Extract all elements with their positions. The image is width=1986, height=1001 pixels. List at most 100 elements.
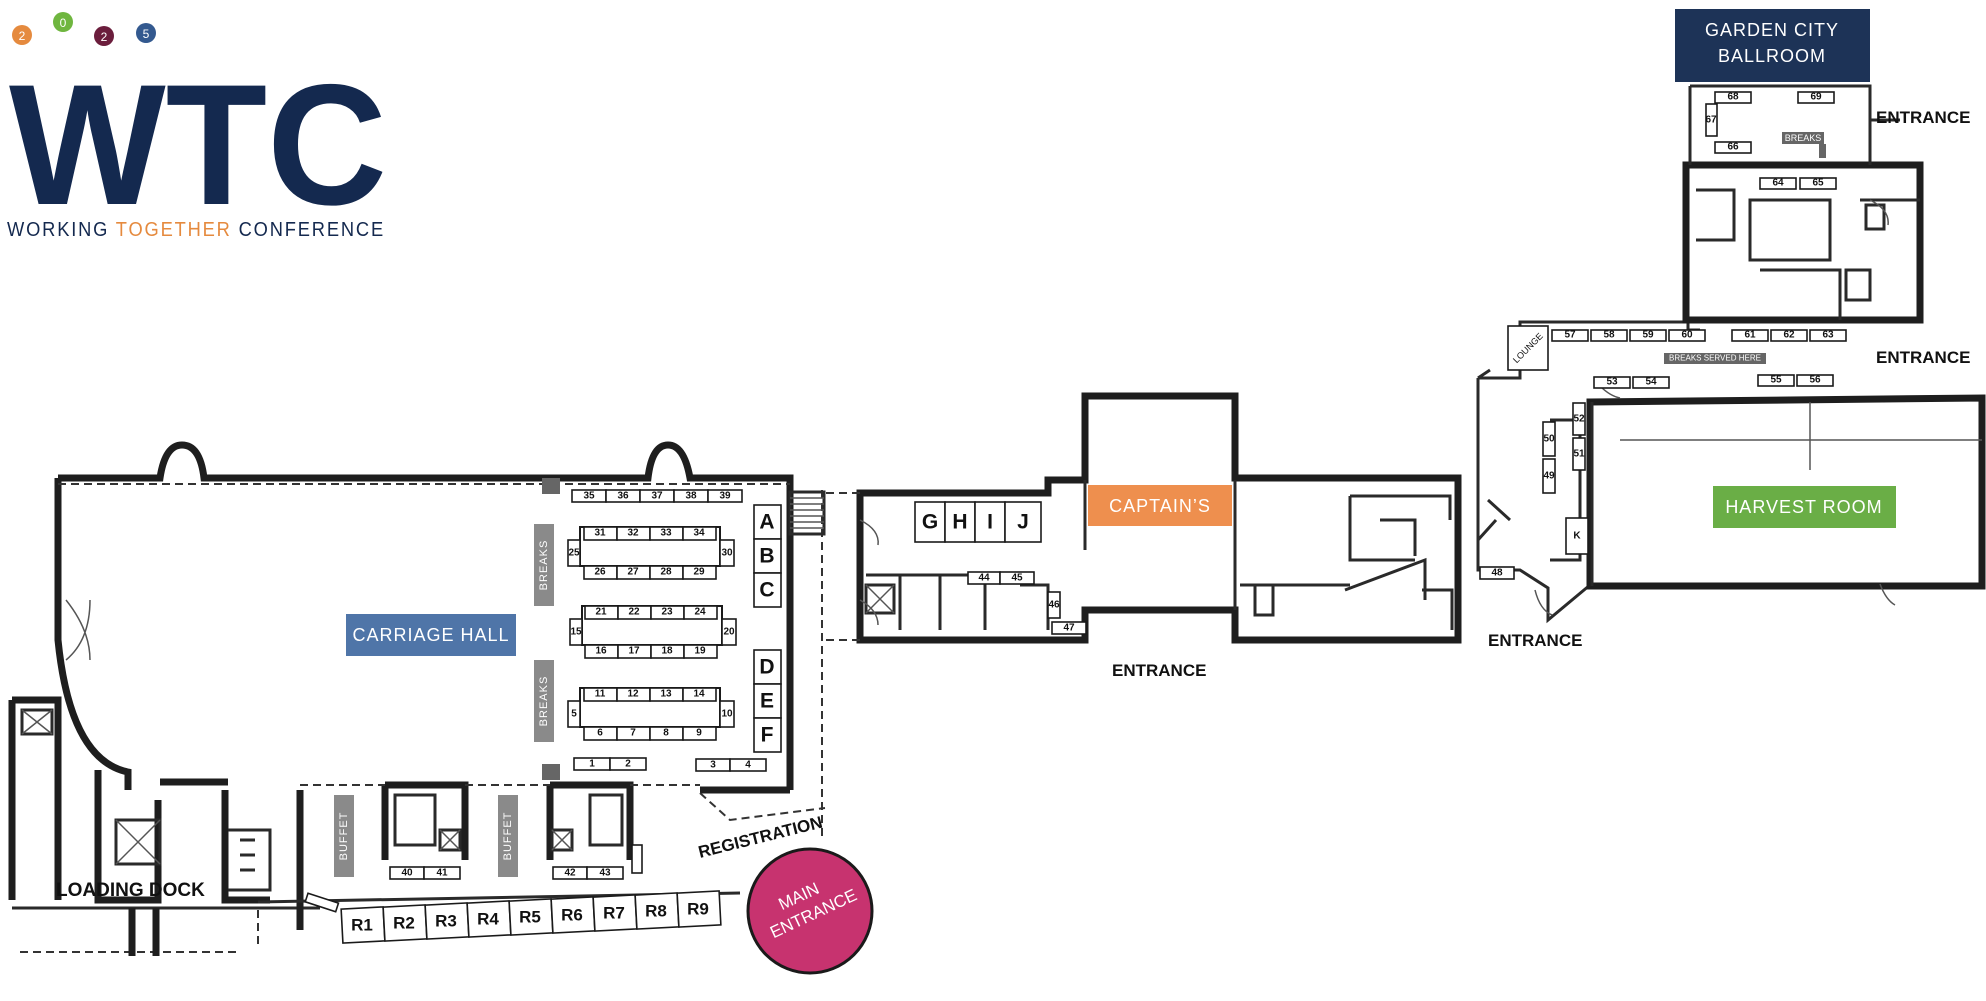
- breaks-label: BREAKS: [538, 676, 550, 727]
- booth[interactable]: [682, 526, 717, 541]
- booth[interactable]: [567, 539, 581, 567]
- booth-letter[interactable]: [944, 501, 976, 543]
- booth[interactable]: [1757, 374, 1795, 387]
- booth-letter-label: K: [1573, 531, 1581, 542]
- booth[interactable]: [1590, 329, 1628, 342]
- booth[interactable]: [683, 605, 718, 620]
- booth-letter[interactable]: [974, 501, 1006, 543]
- booth-label: 48: [1491, 568, 1503, 579]
- booth-label: 33: [660, 528, 672, 539]
- booth[interactable]: [1705, 103, 1718, 137]
- booth[interactable]: [999, 571, 1035, 585]
- breaks-area-ballroom: [1782, 132, 1824, 144]
- booth-label: 14: [693, 689, 705, 700]
- carriage-hall-label: CARRIAGE HALL: [352, 625, 509, 645]
- booth[interactable]: [1797, 91, 1835, 104]
- booth[interactable]: [1542, 421, 1556, 457]
- letter-booths-a-f: A B C D E F: [753, 504, 782, 753]
- booth[interactable]: [1542, 458, 1556, 494]
- booth-letter-label: A: [759, 511, 774, 534]
- carriage-hall-label-box[interactable]: [346, 614, 516, 656]
- booth-label: 43: [599, 868, 611, 879]
- booth-letter[interactable]: [753, 717, 782, 753]
- booth-label: 50: [1543, 434, 1555, 445]
- booth[interactable]: [719, 539, 735, 567]
- booth[interactable]: [1759, 177, 1797, 190]
- wtc-logo: 2 0 2 5 WTC WORKING TOGETHER CONFERENCE: [7, 12, 387, 241]
- booth[interactable]: [729, 758, 767, 772]
- booth-reserved-label: R8: [645, 902, 667, 921]
- booth[interactable]: [1051, 621, 1087, 635]
- booth-label: 29: [693, 567, 705, 578]
- main-entrance[interactable]: MAIN ENTRANCE: [746, 847, 874, 975]
- booth-label: 42: [564, 868, 576, 879]
- logo-acronym: WTC: [9, 49, 387, 241]
- garden-city-ballroom-label-box[interactable]: [1675, 9, 1870, 82]
- booth-label: 11: [595, 689, 606, 700]
- booth[interactable]: [1799, 177, 1837, 190]
- booth-letter[interactable]: [1565, 517, 1589, 555]
- booth-label: 53: [1606, 377, 1618, 388]
- tagline-together: TOGETHER: [116, 219, 232, 241]
- booth[interactable]: [683, 644, 718, 659]
- booth[interactable]: [1629, 329, 1667, 342]
- booth-reserved-label: R1: [351, 916, 373, 935]
- booth[interactable]: [1572, 402, 1586, 436]
- booth[interactable]: [609, 757, 647, 771]
- booth-label: 15: [570, 627, 582, 638]
- booth-label: 3: [710, 760, 716, 771]
- booth-label: 49: [1543, 471, 1555, 482]
- booth-label: 34: [693, 528, 705, 539]
- lounge-area[interactable]: [1507, 325, 1549, 371]
- entrance-label-east: ENTRANCE: [1876, 348, 1970, 367]
- booth[interactable]: [682, 726, 717, 741]
- booth-letter[interactable]: [753, 649, 782, 685]
- booth[interactable]: [1668, 329, 1706, 342]
- booth[interactable]: [721, 618, 737, 646]
- captains-label: CAPTAIN’S: [1109, 496, 1211, 516]
- booth-letter[interactable]: [753, 572, 782, 608]
- booth-letter[interactable]: [753, 504, 782, 540]
- booth-label: 64: [1772, 178, 1784, 189]
- booth[interactable]: [1714, 91, 1752, 104]
- booth[interactable]: [682, 565, 717, 580]
- captains-label-box[interactable]: [1088, 485, 1232, 526]
- booth-letter[interactable]: [1004, 501, 1042, 543]
- booth-reserved[interactable]: [676, 890, 722, 928]
- booth[interactable]: [1572, 437, 1586, 471]
- booth[interactable]: [1593, 376, 1631, 389]
- booth[interactable]: [1770, 329, 1808, 342]
- booth-label: 17: [628, 646, 640, 657]
- booth-letter-label: D: [759, 656, 774, 679]
- breaks-area-lower: [534, 660, 554, 742]
- booth[interactable]: [423, 866, 461, 880]
- entrance-label-captains: ENTRANCE: [1112, 661, 1206, 680]
- booth[interactable]: [1479, 566, 1515, 580]
- booth[interactable]: [1809, 329, 1847, 342]
- breaks-label: BREAKS: [1785, 133, 1822, 143]
- booth[interactable]: [1714, 141, 1752, 154]
- booth[interactable]: [586, 866, 624, 880]
- booth[interactable]: [1796, 374, 1834, 387]
- booth-label: 19: [694, 646, 706, 657]
- booth[interactable]: [1731, 329, 1769, 342]
- booth-label: 32: [627, 528, 639, 539]
- booth-label: 2: [625, 759, 631, 770]
- harvest-room-label-box[interactable]: [1713, 486, 1896, 528]
- year-digit-badge: [94, 26, 114, 46]
- booth-label: 20: [723, 627, 735, 638]
- booth[interactable]: [569, 618, 583, 646]
- main-entrance-badge[interactable]: [746, 847, 874, 975]
- buffet-label: BUFFET: [502, 812, 514, 861]
- booth[interactable]: [719, 700, 735, 728]
- booth-letter[interactable]: [914, 501, 946, 543]
- booth[interactable]: [1047, 591, 1061, 619]
- booth[interactable]: [682, 687, 717, 702]
- booth-row-35-39: 35 36 37 38 39: [571, 489, 743, 503]
- booth[interactable]: [1632, 376, 1670, 389]
- booth[interactable]: [567, 700, 581, 728]
- booth[interactable]: [1551, 329, 1589, 342]
- booth-letter[interactable]: [753, 683, 782, 719]
- booth-label: 21: [595, 607, 607, 618]
- booth[interactable]: [707, 489, 743, 503]
